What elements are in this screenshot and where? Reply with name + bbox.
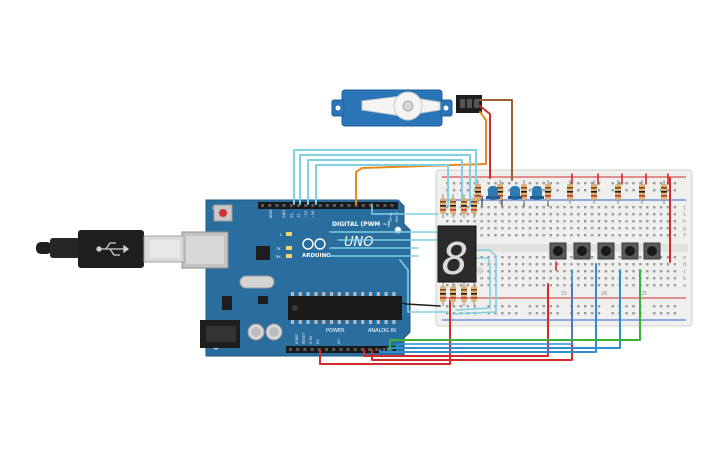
resistor-row-5 — [567, 180, 573, 204]
resistor-row-1 — [475, 180, 481, 204]
wire-cyan-12 — [455, 257, 491, 311]
pin-label-vin: Vin — [337, 338, 341, 344]
servo-motor — [331, 89, 482, 127]
wire-cyan-10 — [399, 259, 449, 313]
push-button-3[interactable] — [597, 242, 615, 260]
pin-label-12: 12 — [297, 214, 301, 218]
led-2 — [508, 186, 522, 200]
pin-label-11: ~11 — [304, 211, 308, 218]
push-button-4[interactable] — [621, 242, 639, 260]
usb-chip — [256, 246, 270, 260]
wire-gnd — [397, 301, 441, 307]
atmega-chip — [288, 296, 402, 320]
arduino-infinity-icon — [302, 238, 326, 250]
pin-label-3v3: 3.3V — [309, 335, 313, 344]
wire-cyan-1 — [293, 149, 477, 207]
wire-cyan-5 — [371, 203, 439, 215]
wire-blue-a4 — [395, 269, 573, 347]
row-label-a: a — [683, 283, 686, 289]
voltage-regulator — [222, 296, 232, 310]
col-label-25: 25 — [641, 291, 647, 297]
resistors — [440, 180, 667, 306]
push-button-1[interactable] — [549, 242, 567, 260]
row-label-i: i — [683, 212, 686, 218]
resistor-top-3 — [461, 194, 467, 218]
led-rx-icon — [286, 254, 292, 258]
resistor-row-6 — [591, 180, 597, 204]
led-label-rx: RX — [276, 255, 281, 259]
row-label-d: d — [683, 262, 686, 268]
pin-label-gnd: GND — [282, 210, 286, 218]
usb-cable — [36, 230, 185, 268]
pin-label-rx: RX←0 — [395, 212, 399, 222]
wire-servo-gnd — [479, 99, 513, 181]
wire-red-a0 — [363, 283, 549, 357]
resistor-row-7 — [615, 180, 621, 204]
led-1 — [486, 186, 500, 200]
resistor-top-2 — [450, 194, 456, 218]
resistor-row-4 — [545, 180, 551, 204]
wire-red-5v — [319, 299, 451, 365]
seven-segment-display: 8. — [437, 225, 495, 285]
wire-cyan-2 — [299, 154, 471, 207]
usb-symbol-icon — [96, 242, 130, 256]
pin-label-aref: AREF — [269, 209, 273, 218]
pin-label-reset: RESET — [302, 332, 306, 344]
led-l-icon — [286, 232, 292, 236]
led-3 — [530, 186, 544, 200]
pin-label-10: ~10 — [311, 211, 315, 218]
resistor-bottom-3 — [461, 282, 467, 306]
wire-green-a5 — [389, 269, 641, 351]
leds — [486, 186, 544, 200]
row-label-e: e — [683, 255, 686, 261]
push-buttons — [549, 242, 661, 260]
resistor-top-4 — [471, 194, 477, 218]
digital-label: DIGITAL (PWM ~) — [332, 221, 390, 228]
row-label-h: h — [683, 219, 686, 225]
wire-cyan-4 — [315, 164, 449, 207]
led-label-l: L — [280, 233, 282, 237]
wire-blue-a3 — [387, 269, 621, 351]
wire-cyan-11 — [451, 249, 497, 315]
push-button-2[interactable] — [573, 242, 591, 260]
resistor-row-8 — [639, 180, 645, 204]
arduino-uno-board: DIGITAL (PWM ~) UNO ARDUINO POWER ANALOG… — [181, 199, 411, 357]
pin-label-tx: TX→1 — [389, 212, 393, 223]
wire-cyan-3 — [307, 159, 463, 207]
row-label-f: f — [683, 233, 686, 239]
wires — [293, 99, 671, 365]
led-tx-icon — [286, 246, 292, 250]
pin-label-13: 13 — [290, 214, 294, 218]
row-label-g: g — [683, 226, 686, 232]
resistor-bottom-2 — [450, 282, 456, 306]
wire-led-legs — [481, 195, 549, 207]
pin-label-5v: 5V — [316, 339, 320, 344]
wire-servo-vcc — [479, 105, 491, 179]
resistor-top-1 — [440, 194, 446, 218]
power-label: POWER — [326, 328, 345, 334]
reset-button-cap[interactable] — [219, 209, 227, 217]
pin-label-ioref: IOREF — [295, 334, 299, 344]
wire-red-rail-drops — [571, 173, 669, 185]
crystal-oscillator — [239, 275, 275, 289]
uno-logo-text: UNO — [344, 235, 373, 250]
seven-segment-digit: 8. — [442, 234, 495, 285]
row-label-b: b — [683, 276, 686, 282]
led-label-tx: TX — [275, 247, 281, 251]
col-label-15: 15 — [561, 291, 567, 297]
resistor-bottom-1 — [440, 282, 446, 306]
analog-in-label: ANALOG IN — [368, 328, 396, 334]
row-label-j: j — [683, 205, 686, 211]
resistor-row-3 — [521, 180, 527, 204]
resistor-bottom-4 — [471, 282, 477, 306]
push-button-5[interactable] — [643, 242, 661, 260]
col-label-20: 20 — [601, 291, 607, 297]
arduino-logo-text: ARDUINO — [302, 253, 331, 259]
resistor-row-9 — [661, 180, 667, 204]
row-label-c: c — [683, 269, 686, 275]
wire-blue-a2 — [379, 263, 597, 353]
